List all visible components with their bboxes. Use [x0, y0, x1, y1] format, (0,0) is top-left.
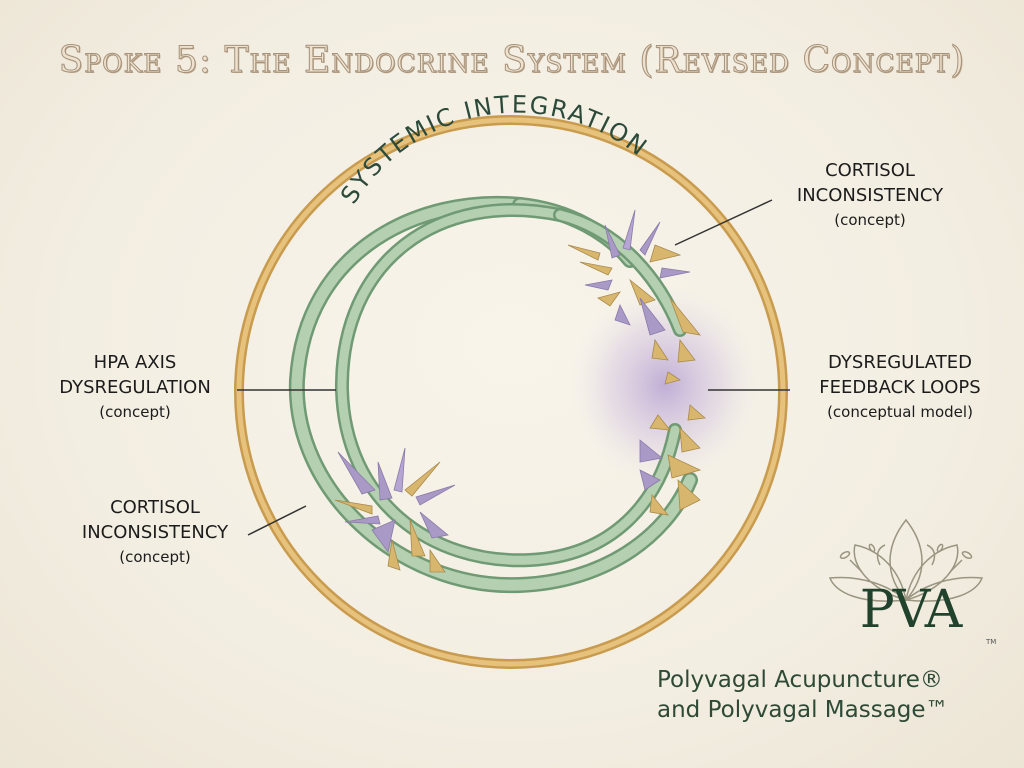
ring-label: SYSTEMIC INTEGRATION: [335, 91, 653, 209]
leader-cortisol-bottom: [247, 505, 307, 536]
brand-line-2: and Polyvagal Massage™: [657, 697, 949, 723]
label-hpa-axis: HPA AXIS DYSREGULATION (concept): [30, 350, 240, 425]
page-title: Spoke 5: The Endocrine System (Revised C…: [58, 40, 966, 82]
pva-logo-letters: PVA: [859, 580, 963, 640]
label-cortisol-top: CORTISOL INCONSISTENCY (concept): [770, 158, 970, 233]
label-feedback-loops-line2: FEEDBACK LOOPS: [819, 377, 981, 398]
label-feedback-loops: DYSREGULATED FEEDBACK LOOPS (conceptual …: [795, 350, 1005, 425]
dysregulation-glow: [570, 285, 760, 485]
label-cortisol-bottom: CORTISOL INCONSISTENCY (concept): [50, 495, 260, 570]
lotus-logo-icon: [828, 518, 984, 602]
label-cortisol-bottom-line2: INCONSISTENCY: [81, 522, 229, 543]
shard-cluster-bottom: [334, 447, 456, 573]
label-cortisol-bottom-line1: CORTISOL: [110, 497, 200, 518]
label-cortisol-top-line1: CORTISOL: [825, 160, 915, 181]
label-feedback-loops-sub: (conceptual model): [827, 403, 973, 421]
leader-cortisol-top: [674, 199, 773, 246]
shard-cluster-right: [639, 404, 706, 516]
label-cortisol-top-line2: INCONSISTENCY: [796, 185, 944, 206]
brand-line-1: Polyvagal Acupuncture®: [657, 667, 943, 693]
label-hpa-axis-line2: DYSREGULATION: [59, 377, 211, 398]
shard-cluster-top: [567, 209, 701, 385]
label-hpa-axis-sub: (concept): [99, 403, 171, 421]
logo-tm: TM: [986, 638, 997, 646]
label-hpa-axis-line1: HPA AXIS: [93, 352, 177, 373]
label-cortisol-bottom-sub: (concept): [119, 548, 191, 566]
brand-text: Polyvagal Acupuncture® and Polyvagal Mas…: [657, 665, 1007, 725]
label-cortisol-top-sub: (concept): [834, 211, 906, 229]
inner-feedback-arc: [334, 203, 687, 568]
label-feedback-loops-line1: DYSREGULATED: [828, 352, 972, 373]
